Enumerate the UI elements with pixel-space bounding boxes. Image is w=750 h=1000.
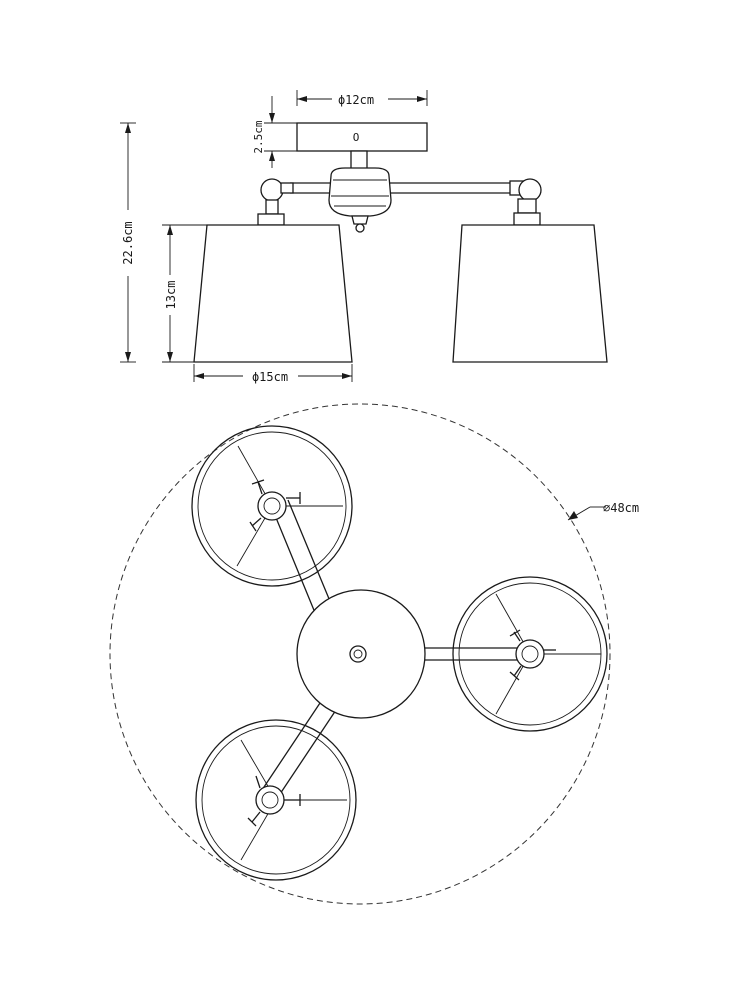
left-joint	[257, 178, 294, 226]
shade-diameter-label: ϕ15cm	[252, 370, 288, 384]
total-height-label: 22.6cm	[121, 221, 135, 264]
overall-diameter-label: ⌀48cm	[603, 501, 639, 515]
plan-shade-right	[452, 576, 608, 732]
top-view: ⌀48cm	[109, 403, 639, 905]
side-view: O	[120, 90, 608, 384]
right-joint	[509, 178, 542, 226]
canopy-mark: O	[353, 131, 360, 144]
left-shade-side	[193, 224, 353, 363]
canopy-diameter-label: ϕ12cm	[338, 93, 374, 107]
dim-canopy-height: 2.5cm	[252, 96, 297, 168]
canopy-plate: O	[296, 122, 428, 152]
right-shade-side	[452, 224, 608, 363]
center-body	[328, 167, 392, 233]
canopy-height-label: 2.5cm	[252, 120, 265, 153]
plan-shade-lower-left	[195, 719, 357, 881]
plan-arms	[261, 499, 532, 801]
dim-overall-diameter: ⌀48cm	[567, 501, 639, 521]
dim-shade-height: 13cm	[162, 224, 207, 363]
plan-shade-upper-left	[191, 425, 353, 587]
overall-footprint-circle	[109, 403, 611, 905]
dim-canopy-diameter: ϕ12cm	[296, 90, 428, 107]
shade-height-label: 13cm	[164, 281, 178, 310]
center-stem	[350, 150, 368, 170]
horizontal-arm	[290, 182, 520, 194]
dim-shade-diameter: ϕ15cm	[193, 364, 353, 384]
plan-canopy	[296, 589, 426, 719]
dim-total-height: 22.6cm	[120, 122, 136, 363]
